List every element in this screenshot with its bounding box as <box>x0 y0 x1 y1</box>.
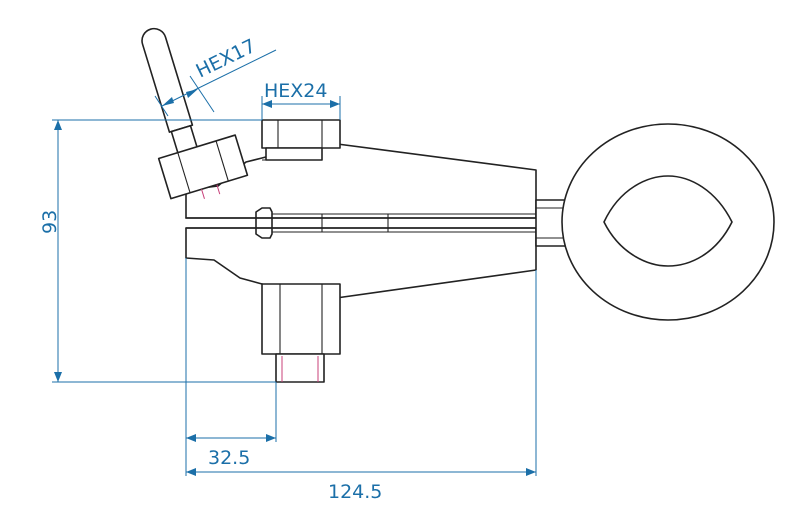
clamp-body <box>185 141 537 301</box>
hex17-label: HEX17 <box>193 35 260 83</box>
dim-height: 93 <box>39 119 276 383</box>
hex17-bolt-assembly <box>141 27 249 200</box>
hex24-label: HEX24 <box>264 80 328 102</box>
dim-hex24: HEX24 <box>261 80 341 120</box>
handle-lever <box>141 27 194 133</box>
ring-outer <box>561 123 775 321</box>
height-label: 93 <box>39 210 61 234</box>
slot-key <box>255 207 273 239</box>
top-hex24-nut <box>261 119 341 161</box>
bottom-hex24-nut <box>261 283 341 383</box>
bolt-end <box>275 353 325 383</box>
dim-length: 124.5 <box>186 270 537 503</box>
ring-hole <box>603 175 733 267</box>
ring-eye <box>535 123 775 321</box>
lower-jaw <box>185 227 537 301</box>
dim-offset: 32.5 <box>185 258 277 476</box>
length-label: 124.5 <box>328 481 382 503</box>
offset-label: 32.5 <box>208 447 250 469</box>
